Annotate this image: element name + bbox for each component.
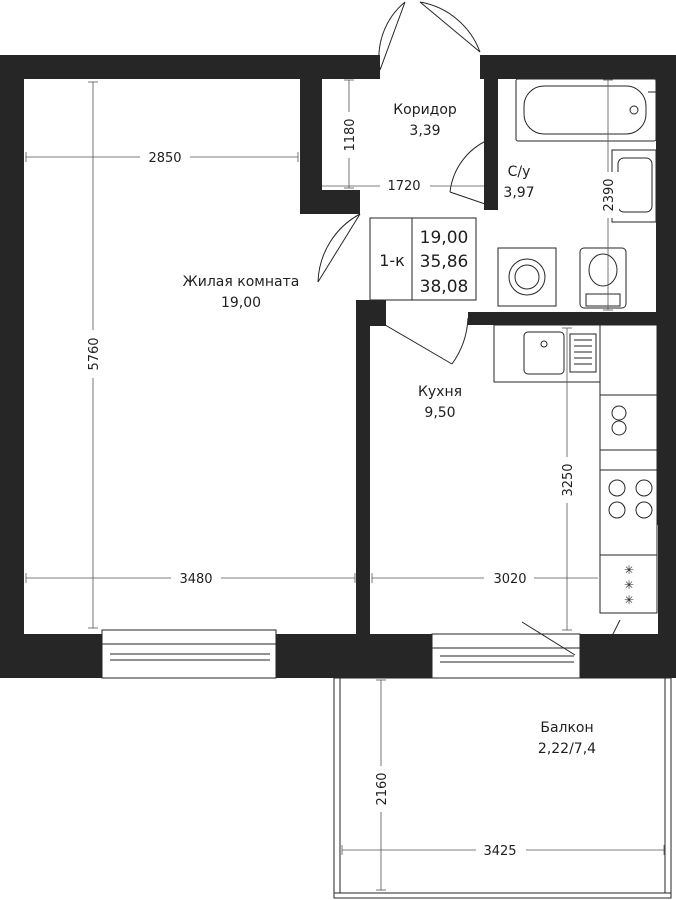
dim-bathroom-height: 2390 xyxy=(602,178,617,211)
dim-living-width-bottom: 3480 xyxy=(179,572,212,587)
area-summary: 1-к 19,00 35,86 38,08 xyxy=(369,217,477,301)
wall-bottom-3 xyxy=(580,634,676,678)
dim-living-height: 5760 xyxy=(87,337,102,370)
dim-living-width-top: 2850 xyxy=(148,151,181,166)
living-room-area: 19,00 xyxy=(221,295,261,311)
dim-kitchen-height: 3250 xyxy=(561,463,576,496)
balcony-area: 2,22/7,4 xyxy=(538,741,596,757)
kitchen-sink xyxy=(523,331,565,375)
kitchen-fixtures: ✳ ✳ ✳ xyxy=(493,324,658,614)
wall-bath-kitchen xyxy=(468,312,676,325)
dim-balcony-width: 3425 xyxy=(483,844,516,859)
bathroom-area: 3,97 xyxy=(503,185,534,201)
living-area-value: 19,00 xyxy=(420,228,469,248)
bathroom-door xyxy=(449,139,489,206)
dim-corridor-width: 1720 xyxy=(387,179,420,194)
dim-kitchen-width: 3020 xyxy=(493,572,526,587)
walls xyxy=(0,55,676,678)
wall-top-corridor-left xyxy=(300,55,380,79)
wall-living-kitchen xyxy=(356,300,370,635)
wall-right-kitchen-top xyxy=(657,325,676,525)
wall-pillar-left xyxy=(300,55,322,190)
windows xyxy=(101,621,581,679)
counter-segment xyxy=(599,449,658,471)
balcony-door xyxy=(521,621,576,656)
svg-text:✳: ✳ xyxy=(624,563,634,577)
wall-right-bath xyxy=(656,55,676,325)
living-door xyxy=(317,213,361,283)
living-room-name: Жилая комната xyxy=(183,274,300,290)
kitchen-area: 9,50 xyxy=(424,405,455,421)
corridor-name: Коридор xyxy=(393,102,457,118)
bathtub xyxy=(515,78,657,142)
sink-drainer xyxy=(569,333,597,373)
wall-bottom-2 xyxy=(276,634,432,678)
wall-top-bath xyxy=(480,55,676,79)
dim-balcony-height: 2160 xyxy=(375,772,390,805)
wall-corner-block xyxy=(356,300,386,326)
wall-corridor-bath xyxy=(484,55,498,210)
total-area-with-balcony-value: 38,08 xyxy=(420,277,469,297)
toilet xyxy=(579,247,627,309)
balcony-name: Балкон xyxy=(540,720,593,736)
kitchen-door xyxy=(379,317,469,365)
dim-corridor-height: 1180 xyxy=(343,118,358,151)
stove xyxy=(599,469,658,556)
doors xyxy=(317,1,621,637)
bathroom-fixtures xyxy=(497,78,657,309)
total-area-value: 35,86 xyxy=(420,252,469,272)
fridge xyxy=(599,554,658,614)
kitchen-cabinet-top xyxy=(599,324,658,396)
wall-top-living xyxy=(0,55,300,79)
svg-text:✳: ✳ xyxy=(624,578,634,592)
area-summary-box xyxy=(369,217,477,301)
entrance-door-right xyxy=(419,1,481,53)
wall-corridor-bottom-left xyxy=(300,190,360,214)
kitchen-side-door xyxy=(611,619,621,637)
kitchen-name: Кухня xyxy=(418,384,462,400)
apartment-type: 1-к xyxy=(379,251,405,270)
svg-text:✳: ✳ xyxy=(624,593,634,607)
washing-machine xyxy=(497,247,557,307)
wall-left-outer xyxy=(0,55,24,678)
bathroom-name: С/у xyxy=(508,164,531,180)
corridor-area: 3,39 xyxy=(409,123,440,139)
wall-bottom-1 xyxy=(0,634,102,678)
boiler xyxy=(599,394,658,451)
entrance-door-left xyxy=(378,1,406,71)
